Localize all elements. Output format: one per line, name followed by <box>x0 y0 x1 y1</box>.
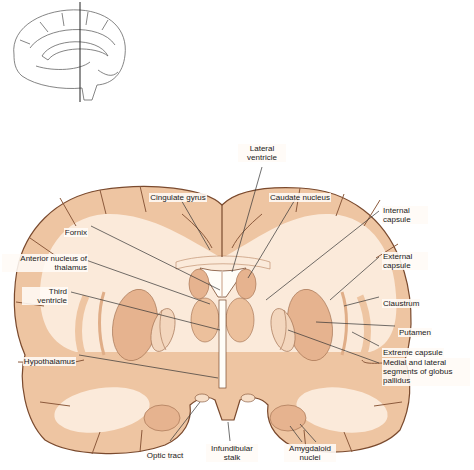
label-anchor: Medial and lateral segments of globus pa… <box>382 358 474 387</box>
leader-line <box>232 167 262 272</box>
part-label: Amygdaloid nuclei <box>284 444 336 462</box>
sagittal-inset <box>14 2 126 102</box>
label-anchor: Fornix <box>0 221 88 239</box>
label-anchor: Putamen <box>398 321 474 339</box>
part-label: External capsule <box>382 252 428 270</box>
part-label: Caudate nucleus <box>269 193 331 202</box>
leader-line <box>290 426 302 442</box>
part-label: Extreme capsule <box>382 348 444 357</box>
label-anchor: Cingulate gyrus <box>78 186 278 204</box>
leader-line <box>330 257 379 300</box>
leader-line <box>248 198 296 278</box>
label-anchor: External capsule <box>382 252 474 272</box>
leader-line <box>288 330 379 363</box>
label-anchor: Lateral ventricle <box>162 144 362 164</box>
part-label: Optic tract <box>146 451 184 460</box>
leader-line <box>71 292 220 330</box>
label-anchor: Internal capsule <box>382 206 474 226</box>
label-anchor: Extreme capsule <box>382 341 474 359</box>
leader-line <box>79 355 218 378</box>
label-anchor: Anterior nucleus of thalamus <box>0 254 88 274</box>
leader-line <box>352 332 379 346</box>
part-label: Anterior nucleus of thalamus <box>2 254 88 272</box>
part-label: Internal capsule <box>382 206 428 224</box>
leader-line <box>180 198 210 250</box>
leader-line <box>83 259 210 304</box>
part-label: Fornix <box>64 228 88 237</box>
label-anchor: Claustrum <box>382 292 474 310</box>
part-label: Claustrum <box>382 299 420 308</box>
part-label: Lateral ventricle <box>238 144 286 162</box>
leader-line <box>91 226 220 290</box>
leader-line <box>228 422 230 441</box>
part-label: Infundibular stalk <box>206 444 258 462</box>
leader-line <box>266 211 379 300</box>
label-anchor: Third ventricle <box>0 287 68 307</box>
leader-line <box>170 402 200 441</box>
label-anchor: Caudate nucleus <box>200 186 400 204</box>
label-anchor: Hypothalamus <box>0 350 76 368</box>
part-label: Hypothalamus <box>23 357 76 366</box>
leader-line <box>316 322 395 326</box>
leader-line <box>344 297 379 306</box>
leader-line <box>300 424 316 442</box>
part-label: Medial and lateral segments of globus pa… <box>382 358 470 386</box>
coronal-section <box>14 186 411 454</box>
leader-lines <box>71 167 395 442</box>
part-label: Third ventricle <box>22 287 68 305</box>
part-label: Cingulate gyrus <box>149 193 207 202</box>
part-label: Putamen <box>398 328 432 337</box>
